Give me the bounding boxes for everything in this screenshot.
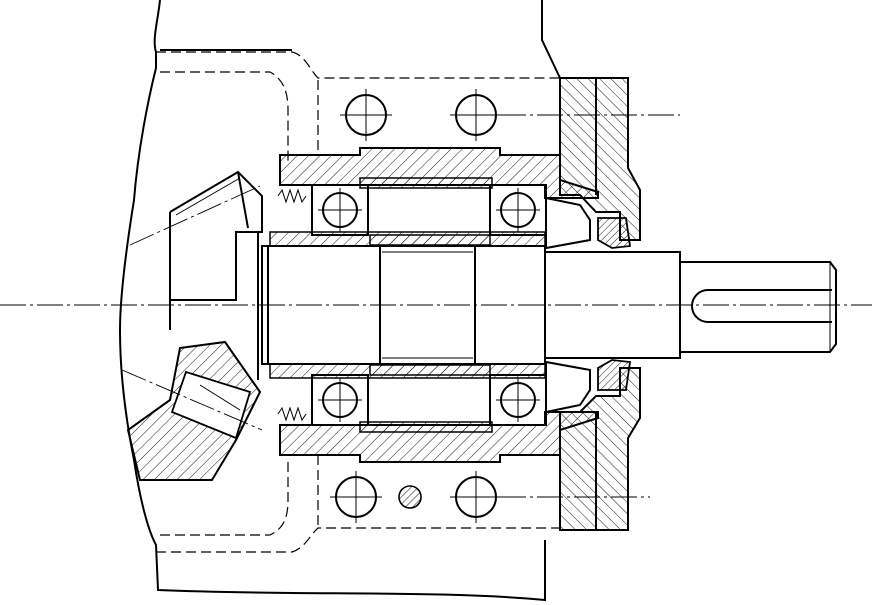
tapered-collar-top [545,196,591,250]
ball-bearing-top-left [311,184,369,236]
spacer-sleeve-top [359,177,493,189]
bolt-hole-top-right [450,89,502,141]
end-cover-bottom [559,367,641,531]
pitch-line-upper [129,185,261,246]
bevel-gear-face [237,171,249,229]
ball-bearing-bottom-left [311,374,369,426]
shaft-extension [680,261,837,353]
hidden-cavity-bottom [156,527,560,553]
oil-seal-top [597,217,632,249]
pinion-tooth-line [199,384,241,411]
bolt-hole-bottom-left [330,471,382,523]
hidden-cavity-left-bottom [160,460,289,536]
gear-flank-line [175,177,241,216]
bearing-sleeve-top [279,147,599,199]
spring-top [277,188,307,204]
ball-bearing-top-right [489,184,547,236]
bolt-hole-top-left [340,89,392,141]
oil-seal-bottom [597,359,632,391]
spring-bottom [277,406,307,422]
bearing-sleeve-bottom [279,411,599,463]
tapered-collar-bottom [545,360,591,414]
housing-outline [118,0,546,602]
keyway-slot [691,289,832,323]
end-cover-top [559,77,641,241]
bolt-hole-bottom-right [450,471,502,523]
pitch-line-lower [121,369,263,431]
dowel-pin [398,485,422,509]
hidden-cavity-top [156,51,560,79]
spacer-sleeve-bottom [359,421,493,433]
bevel-pinion-teeth [170,370,252,440]
ball-bearing-bottom-right [489,374,547,426]
hidden-cavity-left [160,71,289,165]
housing-top-edge [541,0,561,79]
